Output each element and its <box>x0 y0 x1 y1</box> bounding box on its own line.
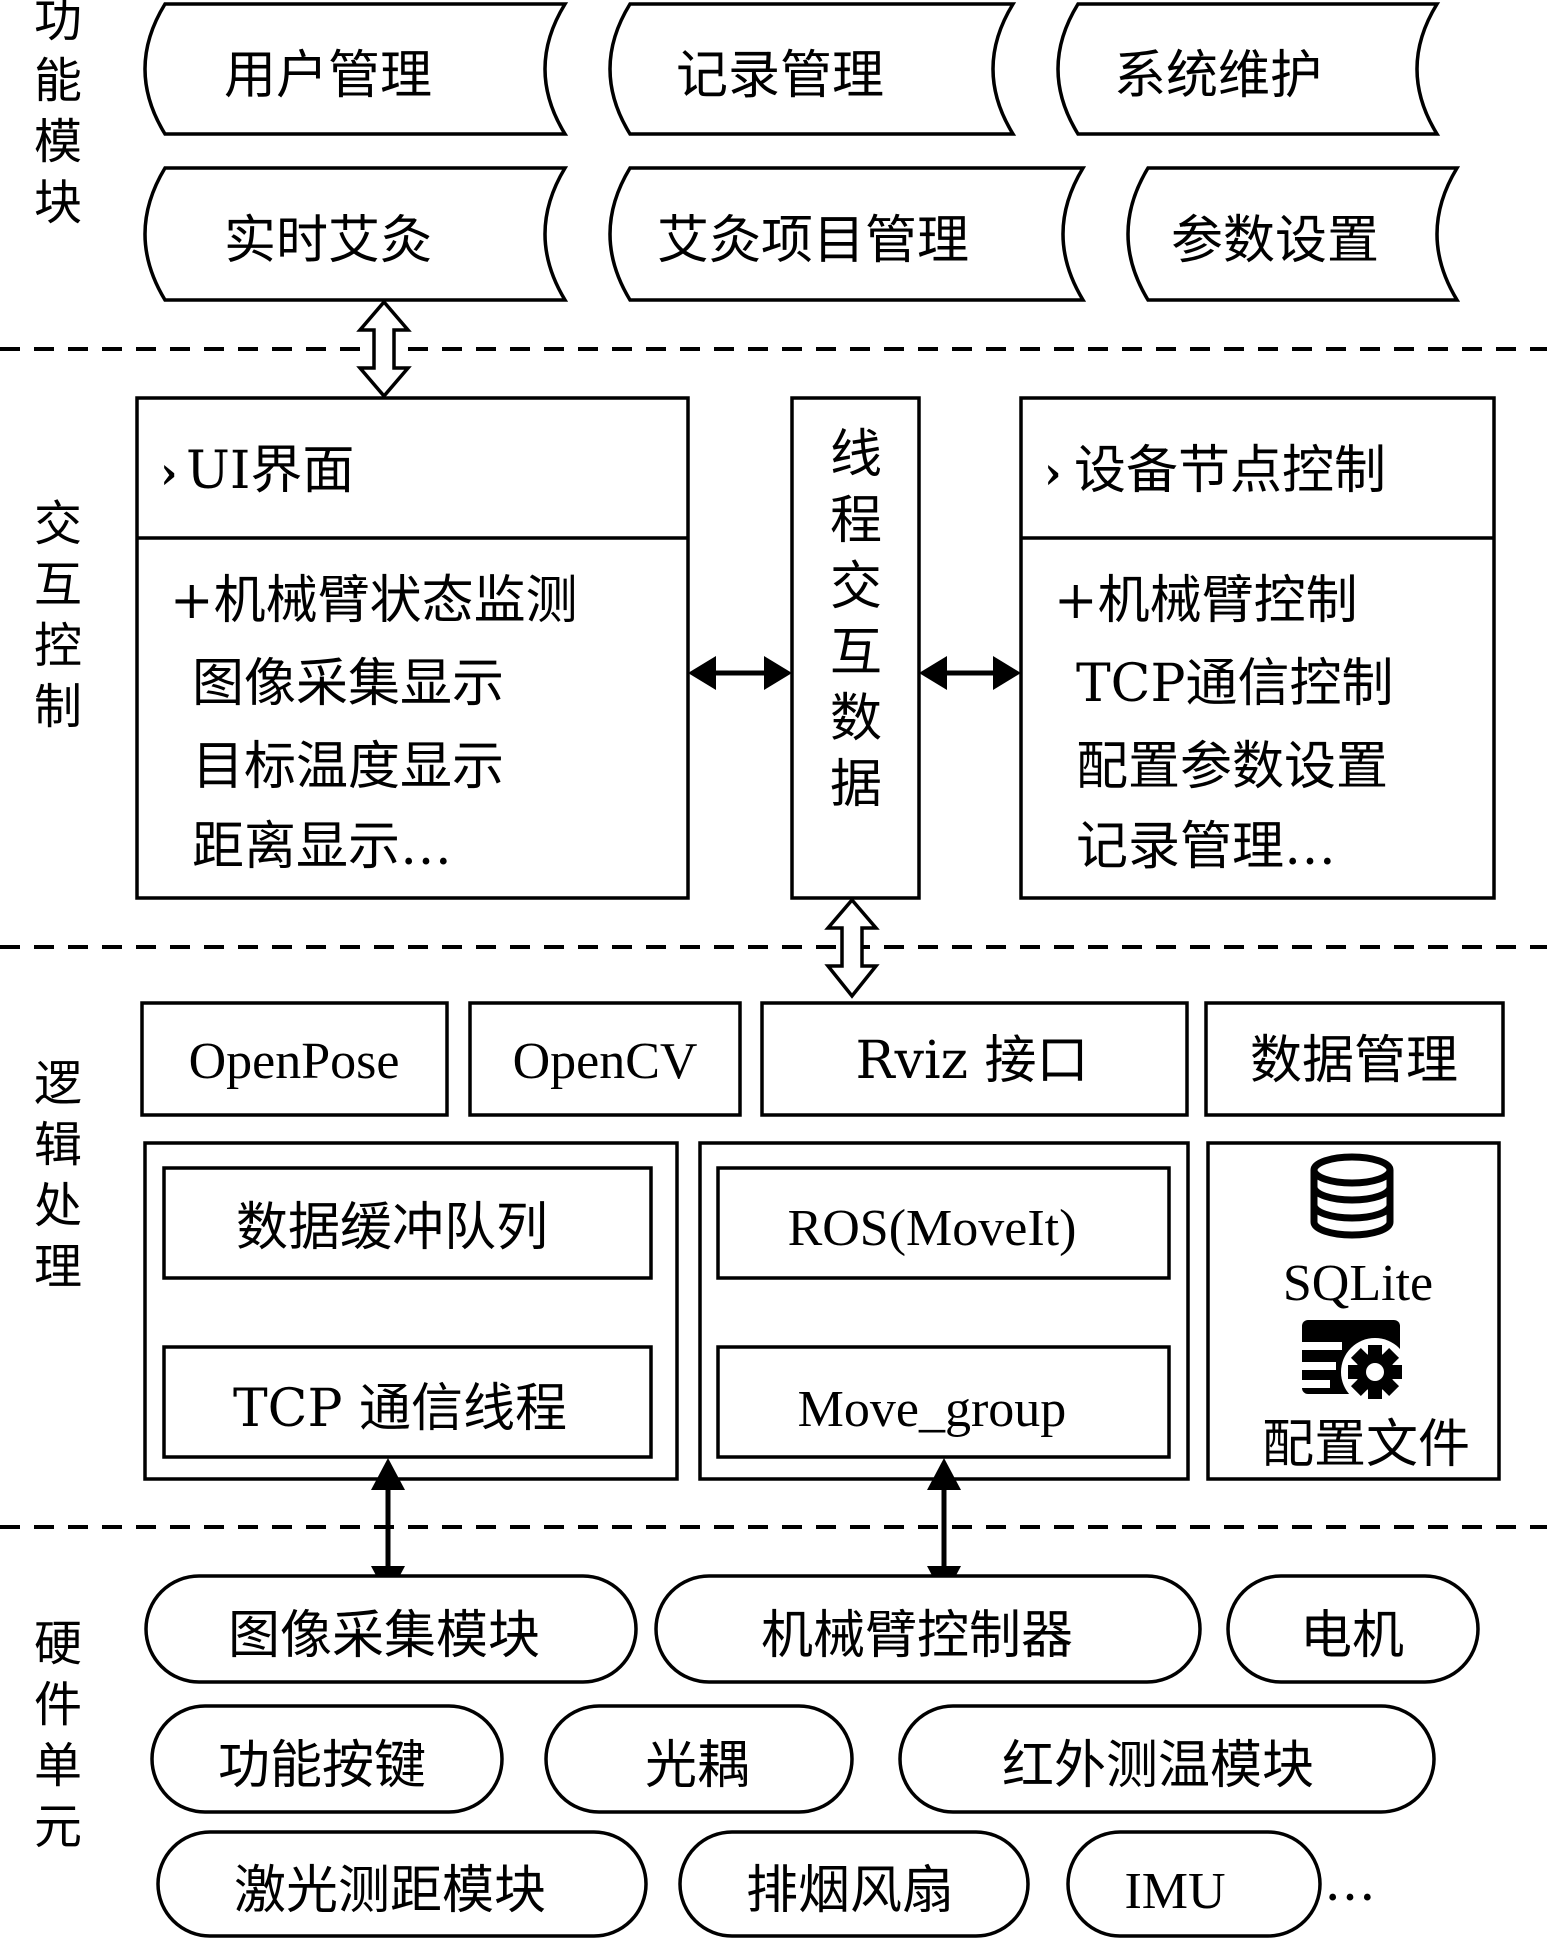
function-module-label: 系统维护 <box>1114 46 1322 106</box>
function-module-parameter-settings: 参数设置 <box>1126 166 1461 302</box>
hardware-function-keys: 功能按键 <box>150 1704 504 1814</box>
chevron-icon: › <box>1044 448 1062 499</box>
logic-header-openpose: OpenPose <box>140 1001 449 1117</box>
function-module-moxibustion-project-management: 艾灸项目管理 <box>608 166 1087 302</box>
thread-interaction-data-box: 线程交互数据 <box>790 396 921 900</box>
tcp-comm-thread-label: TCP 通信线程 <box>233 1379 567 1439</box>
chevron-icon: › <box>160 448 178 499</box>
hardware-label: 机械臂控制器 <box>761 1606 1073 1666</box>
function-module-label: 艾灸项目管理 <box>657 211 969 271</box>
data-buffer-queue-label: 数据缓冲队列 <box>236 1198 548 1258</box>
hardware-ellipsis: … <box>1324 1853 1376 1913</box>
ui-item: 图像采集显示 <box>192 654 504 714</box>
ui-interface-box: › UI界面 +机械臂状态监测 图像采集显示 目标温度显示 距离显示… <box>135 396 690 900</box>
device-item: 配置参数设置 <box>1076 737 1388 797</box>
ui-interface-title: UI界面 <box>186 441 354 501</box>
hardware-optocoupler: 光耦 <box>544 1704 854 1814</box>
hardware-exhaust-fan: 排烟风扇 <box>678 1830 1030 1938</box>
device-node-control-title: 设备节点控制 <box>1074 441 1386 501</box>
ros-moveit-label: ROS(MoveIt) <box>788 1200 1077 1257</box>
sqlite-label: SQLite <box>1283 1255 1433 1312</box>
config-file-label: 配置文件 <box>1262 1415 1470 1475</box>
layer-label-interaction-control: 交互控制 <box>34 496 82 735</box>
hardware-label: 功能按键 <box>218 1736 426 1796</box>
ui-item: 目标温度显示 <box>192 737 504 797</box>
logic-header-opencv: OpenCV <box>468 1001 742 1117</box>
hardware-label: 电机 <box>1300 1606 1404 1666</box>
function-module-label: 用户管理 <box>224 46 432 106</box>
device-item: +机械臂控制 <box>1054 571 1358 631</box>
logic-group-left: 数据缓冲队列 TCP 通信线程 <box>143 1141 679 1481</box>
layer-label-hardware-units: 硬件单元 <box>34 1616 82 1855</box>
database-icon <box>1310 1153 1394 1239</box>
ui-item: +机械臂状态监测 <box>170 571 578 631</box>
hardware-imu: IMU <box>1066 1830 1322 1938</box>
move-group-box <box>716 1345 1171 1459</box>
hardware-label: 图像采集模块 <box>228 1606 540 1666</box>
function-module-system-maintenance: 系统维护 <box>1056 2 1441 136</box>
hardware-image-acquisition-module: 图像采集模块 <box>144 1574 638 1684</box>
hardware-motor: 电机 <box>1226 1574 1480 1684</box>
function-module-label: 记录管理 <box>676 46 884 106</box>
hardware-label: IMU <box>1124 1863 1225 1920</box>
function-module-user-management: 用户管理 <box>143 2 569 136</box>
double-arrow-thread-device <box>919 656 1021 690</box>
function-module-label: 实时艾灸 <box>224 211 432 271</box>
function-module-label: 参数设置 <box>1171 211 1379 271</box>
logic-group-storage: SQLite 配置文件 <box>1206 1141 1501 1481</box>
logic-header-data-management: 数据管理 <box>1204 1001 1505 1117</box>
thread-interaction-data-label: 线程交互数据 <box>830 425 882 815</box>
logic-header-rviz-interface: Rviz 接口 <box>760 1001 1189 1117</box>
hardware-label: 光耦 <box>645 1736 749 1796</box>
double-arrow-ui-thread <box>688 656 792 690</box>
device-node-control-box: › 设备节点控制 +机械臂控制 TCP通信控制 配置参数设置 记录管理… <box>1019 396 1496 900</box>
hardware-infrared-temperature-module: 红外测温模块 <box>898 1704 1436 1814</box>
function-module-record-management: 记录管理 <box>608 2 1017 136</box>
logic-header-label: OpenPose <box>189 1033 400 1090</box>
config-file-gear-icon <box>1302 1320 1409 1406</box>
logic-header-label: Rviz 接口 <box>855 1031 1088 1091</box>
device-item: 记录管理… <box>1076 817 1336 877</box>
ui-item: 距离显示… <box>192 817 452 877</box>
device-item: TCP通信控制 <box>1076 654 1393 714</box>
logic-group-middle: ROS(MoveIt) Move_group <box>698 1141 1190 1481</box>
ros-moveit-box <box>716 1166 1171 1280</box>
hardware-label: 排烟风扇 <box>746 1861 954 1921</box>
logic-header-label: OpenCV <box>513 1033 698 1090</box>
hardware-robot-arm-controller: 机械臂控制器 <box>654 1574 1202 1684</box>
hardware-label: 红外测温模块 <box>1002 1736 1314 1796</box>
layer-label-function-modules: 功能模块 <box>34 0 82 231</box>
tcp-comm-thread-box <box>162 1345 653 1459</box>
move-group-label: Move_group <box>798 1381 1067 1438</box>
function-module-realtime-moxibustion: 实时艾灸 <box>143 166 569 302</box>
hollow-double-arrow-1 <box>356 299 412 399</box>
layer-label-logic-processing: 逻辑处理 <box>34 1056 82 1295</box>
hardware-laser-ranging-module: 激光测距模块 <box>156 1830 648 1938</box>
hollow-double-arrow-2 <box>824 897 880 999</box>
data-buffer-queue-box <box>162 1166 653 1280</box>
hardware-label: 激光测距模块 <box>234 1861 546 1921</box>
logic-header-label: 数据管理 <box>1250 1031 1458 1091</box>
